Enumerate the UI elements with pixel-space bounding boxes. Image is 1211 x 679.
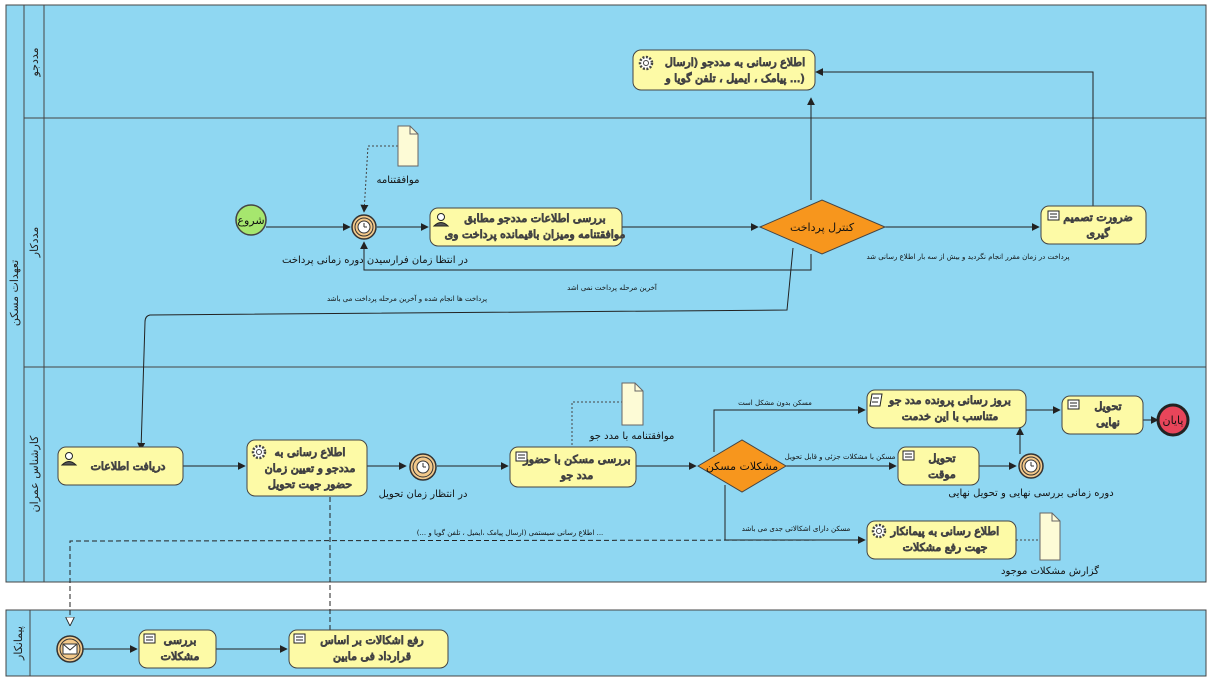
task-review-problems-line1: بررسی — [164, 634, 197, 647]
envelope-icon — [62, 643, 78, 655]
task-notify-student-line2: پیامک ، ایمیل ، تلفن گویا و ...) — [664, 72, 804, 85]
lane-aid-worker-label: مددکار — [28, 227, 41, 259]
start-event[interactable]: شروع — [235, 204, 267, 236]
sequence-flows — [83, 68, 1159, 653]
message-flows — [70, 478, 866, 638]
data-object-agreement[interactable]: موافقتنامه — [377, 125, 420, 186]
task-notify-schedule-line2: مددجو و تعیین زمان — [265, 462, 356, 475]
task-update-file-line1: بروز رسانی پرونده مدد جو — [888, 394, 1011, 407]
user-icon — [60, 452, 78, 466]
hand-icon — [902, 450, 915, 461]
flow-label-no-problem: مسکن بدون مشکل است — [738, 399, 812, 407]
task-fix-problems[interactable]: رفع اشکالات بر اساس قرارداد فی مابین — [288, 629, 449, 669]
flow-label-system-notify: اطلاع رسانی سیستمی (ارسال پیامک ،ایمیل ،… — [417, 528, 604, 537]
task-fix-problems-line1: رفع اشکالات بر اساس — [320, 634, 423, 647]
task-notify-contractor-line1: اطلاع رسانی به پیمانکار — [890, 525, 999, 538]
task-notify-schedule-line3: حضور جهت تحویل — [268, 478, 352, 491]
flow-label-serious-problems: مسکن دارای اشکالاتی جدی می باشد — [742, 525, 851, 533]
task-update-file-line2: متناسب با این خدمت — [902, 410, 999, 423]
pool-contractor-label: پیمانکار — [12, 626, 25, 661]
task-inspect-line2: مدد جو — [560, 469, 594, 482]
task-notify-contractor-line2: جهت رفع مشکلات — [903, 541, 988, 554]
gateway-payment-control[interactable]: کنترل پرداخت — [758, 199, 887, 255]
task-notify-student[interactable]: اطلاع رسانی به مددجو (ارسال پیامک ، ایمی… — [632, 49, 816, 91]
gateway-housing-problems[interactable]: مشکلات مسکن — [697, 439, 787, 493]
task-review-info-line1: بررسی اطلاعات مددجو مطابق — [464, 212, 606, 226]
hand-icon — [1067, 399, 1080, 410]
label-wait-payment: در انتظا زمان فرارسیدن دوره زمانی پرداخت — [282, 255, 468, 266]
task-decision-line1: ضرورت تصمیم — [1063, 211, 1133, 224]
script-icon — [869, 393, 883, 407]
hand-icon — [515, 451, 528, 462]
task-temp-delivery[interactable]: تحویل موقت — [897, 446, 980, 486]
start-event-label: شروع — [237, 214, 264, 227]
task-receive-info-label: دریافت اطلاعات — [91, 460, 166, 473]
task-update-file[interactable]: بروز رسانی پرونده مدد جو متناسب با این خ… — [866, 389, 1027, 429]
data-object-problems-report[interactable]: گزارش مشکلات موجود — [1001, 512, 1099, 577]
task-final-delivery-line1: تحویل — [1094, 400, 1121, 413]
data-object-agreement-label: موافقتنامه — [377, 175, 420, 186]
end-event-label: پایان — [1163, 414, 1184, 427]
task-temp-delivery-line2: موقت — [928, 468, 956, 481]
label-wait-delivery: در انتظار زمان تحویل — [379, 489, 468, 500]
flow-label-payment-not-on-time: پرداخت در زمان مقرر انجام نگردید و بیش ا… — [866, 252, 1069, 261]
gateway-payment-control-label: کنترل پرداخت — [790, 221, 855, 234]
hand-icon — [1047, 210, 1060, 221]
gateway-housing-problems-label: مشکلات مسکن — [706, 460, 778, 473]
flow-label-not-last-stage: آخرین مرحله پرداخت نمی اشد — [567, 283, 658, 292]
task-review-problems-line2: مشکلات — [161, 650, 200, 663]
hand-icon — [143, 633, 156, 644]
label-review-period: دوره زمانی بررسی نهایی و تحویل نهایی — [948, 488, 1113, 499]
task-decision-line2: گیری — [1086, 227, 1110, 240]
hand-icon — [293, 633, 306, 644]
gear-icon — [251, 444, 267, 460]
associations — [360, 145, 1040, 541]
flow-label-payments-done: پرداخت ها انجام شده و آخرین مرحله پرداخت… — [327, 294, 487, 303]
task-decision[interactable]: ضرورت تصمیم گیری — [1040, 205, 1147, 245]
lane-student-label: مددجو — [28, 47, 41, 77]
task-final-delivery-line2: نهایی — [1096, 416, 1120, 429]
data-object-agreement-student-label: موافقتنامه با مدد جو — [589, 431, 675, 442]
task-final-delivery[interactable]: تحویل نهایی — [1061, 395, 1144, 435]
task-notify-schedule-line1: اطلاع رسانی به — [274, 446, 345, 459]
task-inspect-line1: بررسی مسکن با حضور — [522, 453, 630, 466]
task-review-info-line2: موافقتنامه ومیزان باقیمانده پرداخت وی — [445, 228, 626, 241]
pool-main-label: تعهدات مسکن — [8, 260, 21, 326]
task-review-student-info[interactable]: بررسی اطلاعات مددجو مطابق موافقتنامه ومی… — [429, 207, 626, 247]
task-notify-student-line1: اطلاع رسانی به مددجو (ارسال — [665, 56, 805, 69]
flow-label-minor-problems: مسکن با مشکلات جزئی و قابل تحویل — [785, 453, 896, 461]
data-object-agreement-with-student[interactable]: موافقتنامه با مدد جو — [589, 382, 675, 442]
timer-review-period[interactable] — [1018, 453, 1044, 479]
data-object-problems-report-label: گزارش مشکلات موجود — [1001, 565, 1099, 577]
task-receive-info[interactable]: دریافت اطلاعات — [57, 446, 184, 486]
gear-icon — [638, 55, 654, 71]
timer-wait-payment[interactable] — [351, 214, 377, 240]
task-notify-contractor[interactable]: اطلاع رسانی به پیمانکار جهت رفع مشکلات — [866, 520, 1017, 560]
task-temp-delivery-line1: تحویل — [928, 452, 955, 465]
task-fix-problems-line2: قرارداد فی مابین — [333, 650, 411, 663]
task-review-problems[interactable]: بررسی مشکلات — [138, 629, 217, 669]
task-notify-schedule[interactable]: اطلاع رسانی به مددجو و تعیین زمان حضور ج… — [246, 439, 368, 497]
task-inspect-housing[interactable]: بررسی مسکن با حضور مدد جو — [509, 446, 637, 488]
user-icon — [432, 213, 450, 227]
lane-construction-label: کارشناس عمران — [28, 435, 41, 513]
message-start-event[interactable] — [56, 635, 84, 663]
gear-icon — [871, 523, 887, 539]
timer-wait-delivery[interactable] — [409, 453, 437, 481]
end-event[interactable]: پایان — [1156, 403, 1190, 437]
